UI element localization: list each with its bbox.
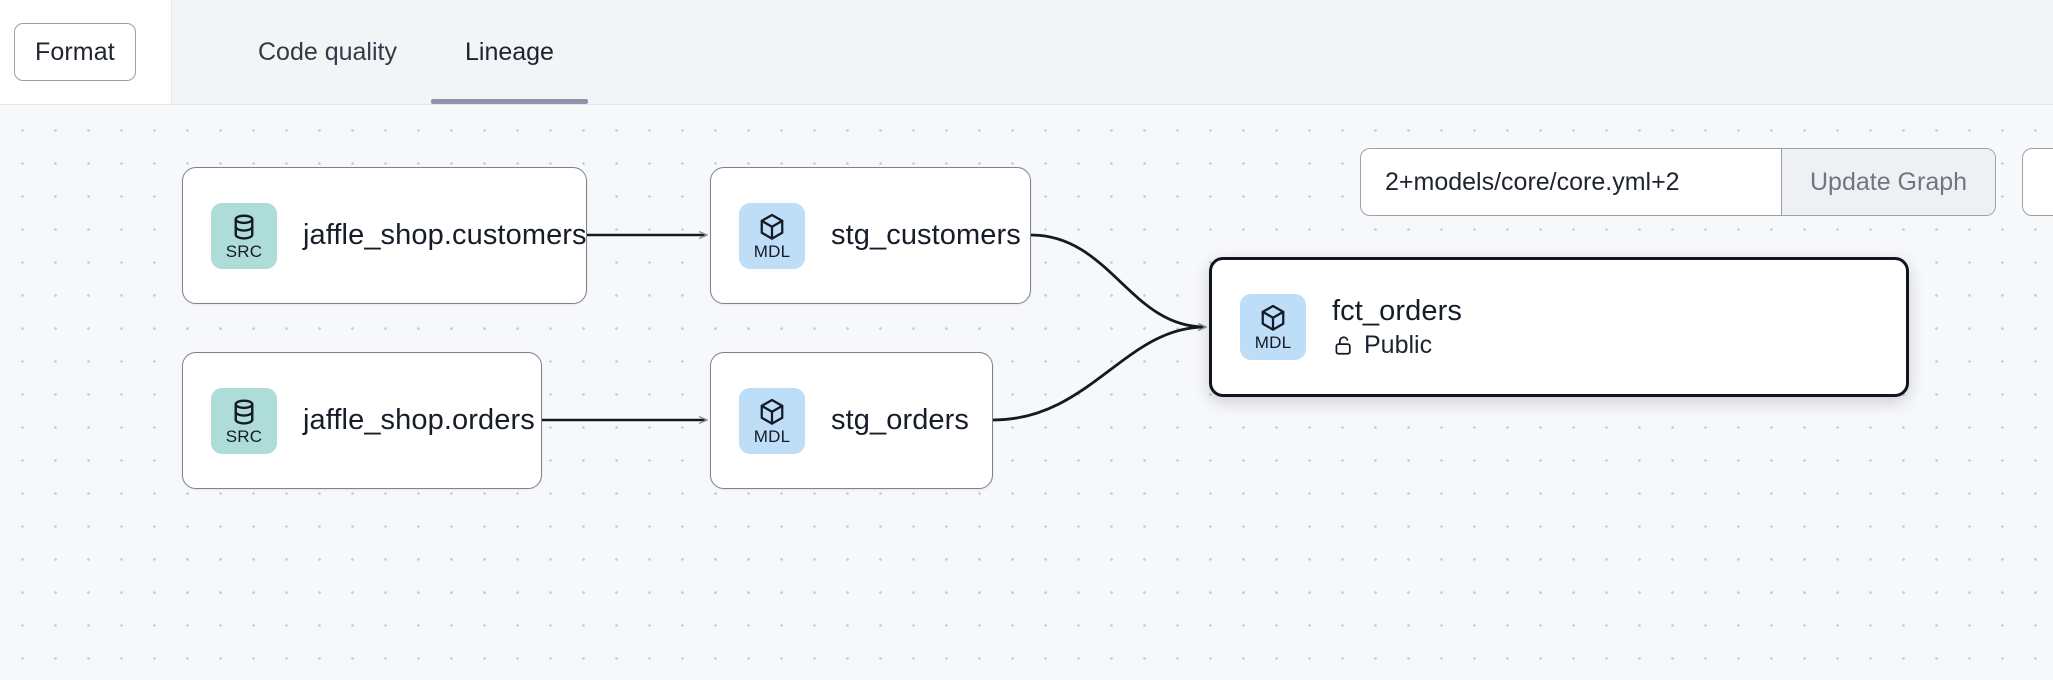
- badge-label: SRC: [225, 241, 263, 261]
- graph-selector-input[interactable]: [1361, 149, 1781, 215]
- node-text: fct_orders Public: [1332, 295, 1462, 360]
- toolbar: Format Code quality Lineage: [0, 0, 2053, 105]
- tab-bar: Code quality Lineage: [172, 0, 588, 104]
- database-icon: [234, 398, 254, 425]
- node-fct-orders[interactable]: MDL fct_orders Public: [1209, 257, 1909, 397]
- node-title: stg_orders: [831, 404, 970, 436]
- tab-code-quality[interactable]: Code quality: [258, 37, 397, 66]
- badge-label: MDL: [753, 426, 791, 446]
- node-text: jaffle_shop.customers: [303, 219, 587, 252]
- node-visibility-label: Public: [1364, 330, 1433, 359]
- node-visibility: Public: [1332, 331, 1462, 360]
- badge-src: SRC: [211, 387, 277, 454]
- badge-mdl: MDL: [739, 387, 805, 454]
- update-graph-button[interactable]: Update Graph: [1781, 149, 1996, 215]
- badge-label: MDL: [1254, 333, 1292, 352]
- node-title: jaffle_shop.orders: [303, 404, 535, 436]
- node-title: stg_customers: [831, 219, 1021, 251]
- tab-lineage[interactable]: Lineage: [430, 0, 588, 104]
- node-text: stg_orders: [831, 404, 969, 437]
- database-icon: [234, 213, 254, 240]
- cube-icon: [1261, 304, 1285, 331]
- edge-stgcustomers-to-fctorders: [1030, 233, 1205, 327]
- unlock-icon: [1335, 335, 1351, 355]
- graph-side-control[interactable]: [2022, 148, 2053, 216]
- node-jaffle-shop-customers[interactable]: SRC jaffle_shop.customers: [182, 167, 587, 304]
- format-button[interactable]: Format: [14, 23, 136, 81]
- node-text: jaffle_shop.orders: [303, 404, 535, 437]
- node-title: fct_orders: [1332, 294, 1462, 327]
- badge-label: MDL: [753, 241, 791, 261]
- badge-label: SRC: [225, 426, 263, 446]
- format-zone: Format: [0, 0, 172, 104]
- graph-selector-group: Update Graph: [1360, 148, 1997, 216]
- node-title: jaffle_shop.customers: [303, 219, 587, 251]
- cube-icon: [760, 213, 784, 240]
- lineage-canvas[interactable]: SRC jaffle_shop.customers MDL stg_custom…: [0, 105, 2053, 680]
- badge-mdl: MDL: [739, 202, 805, 269]
- badge-src: SRC: [211, 202, 277, 269]
- cube-icon: [760, 398, 784, 425]
- graph-controls: Update Graph: [1360, 148, 2053, 216]
- edge-stgorders-to-fctorders: [992, 327, 1205, 422]
- badge-mdl: MDL: [1240, 294, 1306, 360]
- node-text: stg_customers: [831, 219, 1021, 252]
- node-stg-orders[interactable]: MDL stg_orders: [710, 352, 993, 489]
- node-stg-customers[interactable]: MDL stg_customers: [710, 167, 1031, 304]
- node-jaffle-shop-orders[interactable]: SRC jaffle_shop.orders: [182, 352, 542, 489]
